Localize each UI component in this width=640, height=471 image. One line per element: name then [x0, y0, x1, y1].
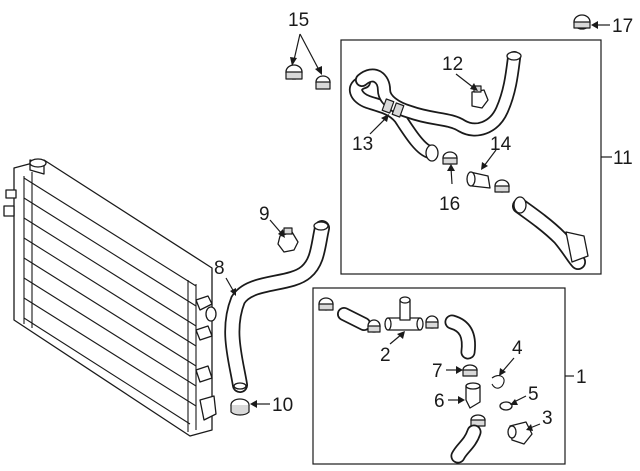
heater-hose-assembly	[348, 51, 589, 270]
hose-clamp-17	[573, 14, 591, 30]
callout-13: 13	[352, 134, 373, 155]
callout-6: 6	[434, 391, 445, 412]
callout-16: 16	[439, 194, 460, 215]
callout-labels: 15 17 12 13 14 16 11 9 8 10 1 2 7 4 6 5 …	[214, 10, 633, 429]
callout-11: 11	[613, 148, 633, 169]
callout-10: 10	[272, 395, 293, 416]
coolant-pipe-assembly	[318, 296, 533, 464]
callout-3: 3	[542, 408, 553, 429]
callout-4: 4	[512, 338, 523, 359]
callout-14: 14	[490, 134, 512, 155]
callout-5: 5	[528, 384, 539, 405]
radiator-hose-8	[224, 220, 330, 393]
hose-clamps-15	[285, 64, 331, 90]
callout-1: 1	[576, 367, 587, 388]
callout-2: 2	[380, 345, 391, 366]
callout-7: 7	[432, 361, 443, 382]
callout-15: 15	[288, 10, 309, 31]
radiator	[3, 158, 217, 437]
callout-17: 17	[612, 16, 633, 37]
sensor-9	[277, 227, 299, 253]
callout-8: 8	[214, 258, 225, 279]
leader-lines	[225, 21, 612, 431]
callout-9: 9	[259, 204, 270, 225]
callout-12: 12	[442, 54, 463, 75]
hose-clamp-10	[230, 398, 250, 416]
